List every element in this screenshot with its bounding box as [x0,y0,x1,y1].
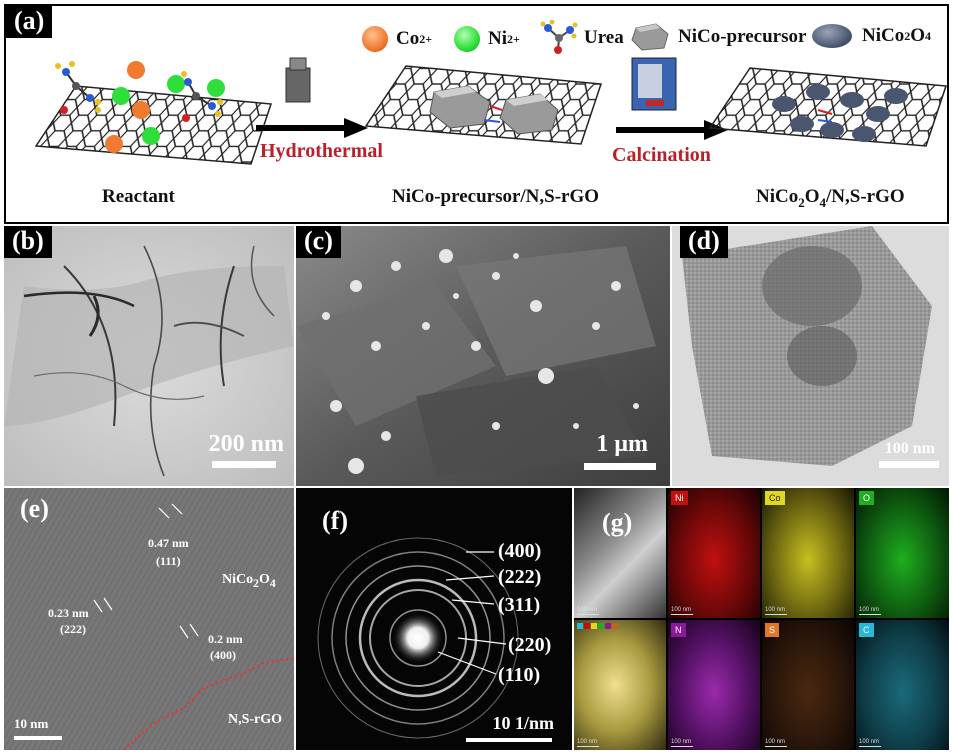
eds-map-c: C 100 nm [856,620,949,750]
eds-map-s: S 100 nm [762,620,854,750]
ring-label-400: (400) [498,540,542,562]
precursor-hexagon-icon [631,23,669,51]
sem-panel-c: (c) 1 μm [296,226,670,486]
overlay-legend [577,623,618,629]
panel-label-d: (d) [680,226,728,258]
scalebar-b [212,461,276,468]
scalebar-f [466,738,552,742]
nico2o4-particle-icon [812,24,852,48]
tem-image-b [4,226,294,486]
plane-111: (111) [156,554,181,568]
panel-label-c: (c) [296,226,341,258]
saed-pattern [317,537,519,739]
caption-reactant: Reactant [102,186,175,207]
graphene-sheet-product [708,67,947,147]
eds-map-n: N 100 nm [668,620,760,750]
ring-label-311: (311) [498,594,541,616]
calcination-arrow [616,57,728,140]
tem-panel-b: (b) 200 nm [4,226,294,486]
haadf-image: 100 nm [574,488,666,618]
d-spacing-111: 0.47 nm [148,536,189,550]
map-tag-s: S [765,623,780,637]
caption-product-rgo: NiCo2O4/N,S-rGO [756,186,905,210]
scale-label-b: 200 nm [208,431,284,457]
tem-panel-d: (d) 100 nm [672,226,949,486]
graphene-sheet-precursor [364,65,603,145]
scalebar-e [14,736,62,740]
scheme-illustration [34,57,947,165]
tem-image-d [672,226,949,486]
caption-precursor-rgo: NiCo-precursor/N,S-rGO [392,186,600,207]
eds-panel-g: 100 nm (g) Ni 100 nm Co 100 nm O 100 nm … [574,488,949,750]
sem-image-c [296,226,670,486]
map-tag-o: O [859,491,875,505]
hrtem-image-e [4,488,294,750]
co-ion-icon [362,26,388,52]
ring-label-220: (220) [508,634,552,656]
diffraction-rings [317,537,519,739]
central-beam [392,612,444,664]
d-spacing-400: 0.2 nm [208,632,243,646]
ni-ion-icon [454,26,480,52]
saed-panel-f: (f) (400) (222) (311) (220) (110) 10 1/n… [296,488,572,750]
phase-label-nsrgo: N,S-rGO [228,712,283,727]
ring-label-110: (110) [498,664,541,686]
nanoparticles-c [322,249,639,474]
ring-label-222: (222) [498,566,542,588]
map-tag-n: N [671,623,686,637]
phase-label-nico2o4: NiCo2O4 [222,572,276,590]
scale-label-d: 100 nm [884,440,935,457]
panel-label-f: (f) [322,506,348,535]
map-tag-c: C [859,623,874,637]
eds-map-overlay: 100 nm [574,620,666,750]
legend-urea: Urea [540,20,624,56]
arrow-label-calcination: Calcination [612,144,711,166]
panel-label-g: (g) [602,508,633,537]
eds-map-ni: Ni 100 nm [668,488,760,618]
map-tag-ni: Ni [671,491,688,505]
graphene-sheet-reactant [34,61,273,165]
scalebar-c [584,463,656,470]
plane-222: (222) [60,622,86,636]
plane-400: (400) [210,648,236,662]
phase-boundary [123,657,294,750]
panel-label-b: (b) [4,226,52,258]
ring-leader-lines [437,551,507,675]
urea-molecule-icon [540,20,578,54]
legend-precursor: NiCo-precursor [630,22,806,52]
panel-label-e: (e) [20,494,49,523]
hydrothermal-arrow [256,57,368,138]
d-spacing-markers [93,503,199,639]
arrow-label-hydrothermal: Hydrothermal [260,140,383,162]
scalebar-d [879,461,939,468]
map-tag-co: Co [765,491,785,505]
eds-map-o: O 100 nm [856,488,949,618]
scale-label-e: 10 nm [14,716,49,731]
d-spacing-222: 0.23 nm [48,606,89,620]
panel-label-a: (a) [6,6,53,38]
eds-map-co: Co 100 nm [762,488,854,618]
scale-label-c: 1 μm [596,431,648,457]
hrtem-panel-e: (e) 0.47 nm (111) 0.23 nm (222) 0.2 nm (… [4,488,294,750]
scale-label-f: 10 1/nm [492,713,554,733]
